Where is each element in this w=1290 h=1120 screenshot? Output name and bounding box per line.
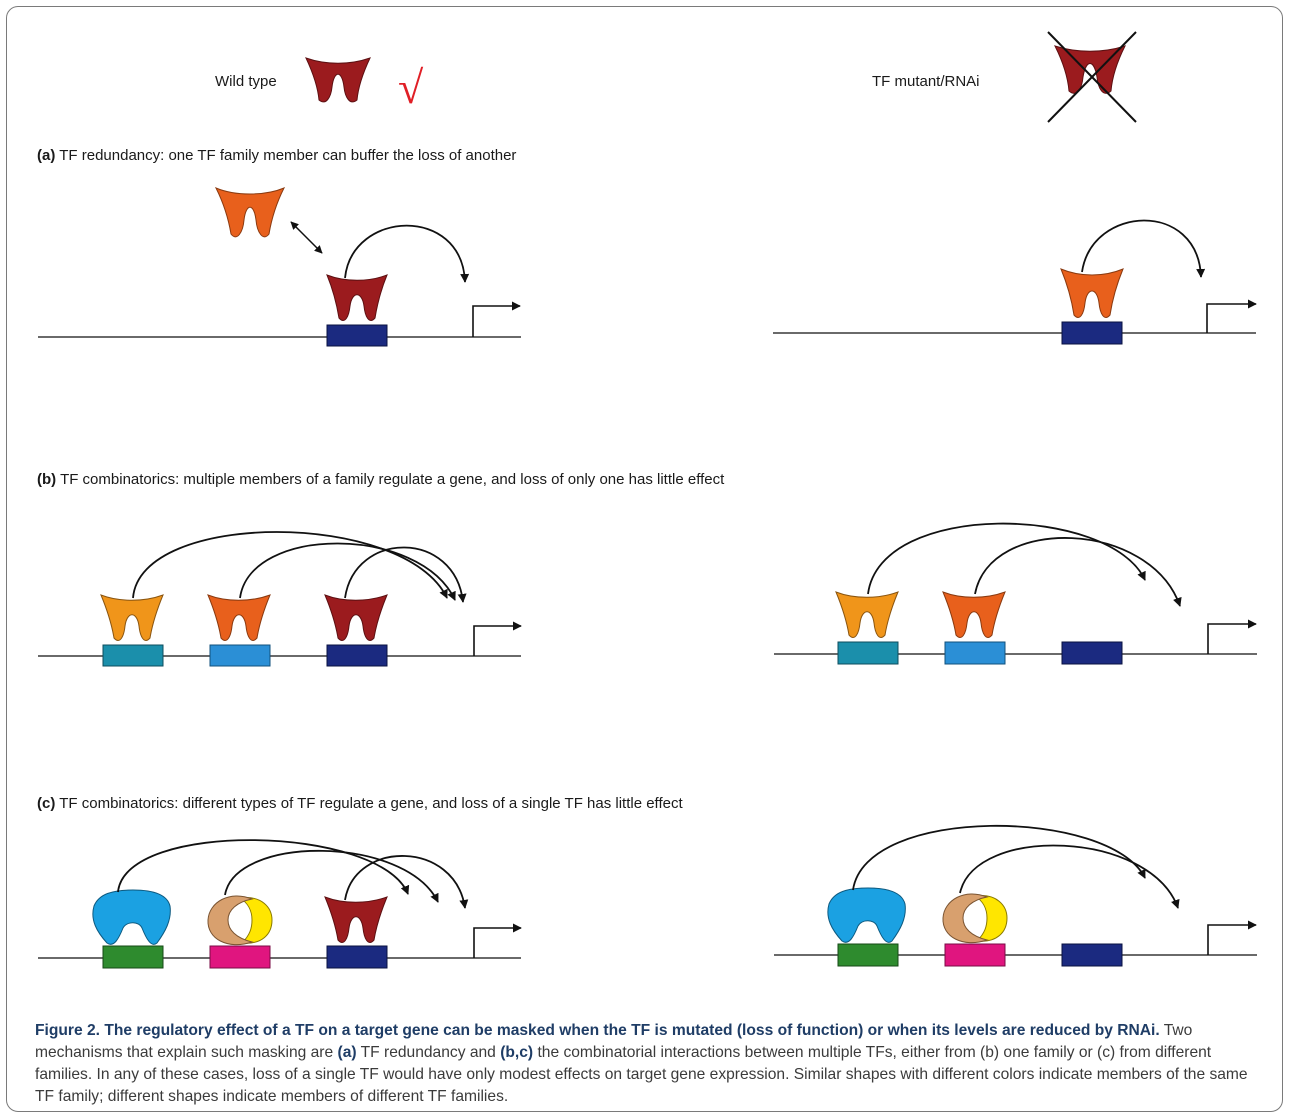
tf-orange-icon bbox=[1060, 268, 1124, 318]
regulation-arrow bbox=[239, 542, 456, 601]
panel-c-wild-type bbox=[38, 839, 522, 969]
blob-tf-icon bbox=[92, 889, 171, 945]
panel-a-mutant bbox=[773, 219, 1257, 345]
tf-orange-icon bbox=[207, 594, 271, 641]
tf-light-orange-icon bbox=[835, 591, 899, 638]
tf-yellow-crescent-icon bbox=[238, 897, 273, 944]
regulation-arrow bbox=[959, 844, 1180, 909]
regulation-arrow bbox=[974, 537, 1182, 607]
tf-orange-icon bbox=[942, 591, 1006, 638]
binding-site-navy bbox=[1061, 641, 1123, 665]
check-mark-icon: √ bbox=[398, 62, 424, 113]
binding-site-teal bbox=[837, 641, 899, 665]
promoter-arrow-icon bbox=[1206, 299, 1257, 333]
wild-type-tf-icon bbox=[305, 57, 371, 103]
tf-light-orange-icon bbox=[100, 594, 164, 641]
tf-orange-icon bbox=[214, 187, 286, 238]
crescent-tf-icon bbox=[207, 895, 254, 946]
cross-icon bbox=[1047, 31, 1137, 123]
promoter-arrow-icon bbox=[1207, 619, 1257, 654]
binding-site-navy bbox=[1061, 321, 1123, 345]
panel-c-mutant bbox=[774, 824, 1257, 967]
binding-site-teal bbox=[102, 644, 164, 667]
tf-red-icon bbox=[326, 274, 388, 321]
wild-type-label: Wild type bbox=[215, 73, 277, 90]
panel-a-heading: (a) TF redundancy: one TF family member … bbox=[37, 147, 516, 164]
regulation-arrow bbox=[1081, 219, 1206, 278]
panel-b-heading: (b) TF combinatorics: multiple members o… bbox=[37, 471, 725, 488]
binding-site-navy bbox=[326, 945, 388, 969]
promoter-arrow-icon bbox=[473, 923, 522, 958]
panel-c-heading: (c) TF combinatorics: different types of… bbox=[37, 795, 683, 812]
crescent-tf-icon bbox=[942, 893, 989, 944]
panel-b-wild-type bbox=[38, 531, 522, 667]
blob-tf-icon bbox=[827, 887, 906, 943]
figure-caption: Figure 2. The regulatory effect of a TF … bbox=[35, 1022, 1248, 1105]
exchange-arrow bbox=[290, 221, 323, 254]
promoter-arrow-icon bbox=[472, 301, 521, 337]
binding-site-magenta bbox=[209, 945, 271, 969]
tf-red-icon bbox=[324, 896, 388, 943]
tf-yellow-crescent-icon bbox=[973, 895, 1008, 942]
figure-frame bbox=[6, 6, 1283, 1112]
binding-site-green bbox=[102, 945, 164, 969]
regulation-arrow bbox=[132, 531, 448, 599]
binding-site-green bbox=[837, 943, 899, 967]
tf-red-icon bbox=[324, 594, 388, 641]
regulation-arrow bbox=[867, 522, 1146, 595]
panel-a-wild-type bbox=[38, 187, 521, 347]
caption-title: Figure 2. The regulatory effect of a TF … bbox=[35, 1022, 1160, 1039]
binding-site-blue bbox=[944, 641, 1006, 665]
regulation-arrow bbox=[224, 849, 439, 903]
binding-site-navy bbox=[326, 644, 388, 667]
binding-site-magenta bbox=[944, 943, 1006, 967]
binding-site-blue bbox=[209, 644, 271, 667]
regulation-arrow bbox=[344, 546, 467, 603]
promoter-arrow-icon bbox=[1207, 920, 1257, 955]
regulation-arrow bbox=[852, 824, 1146, 891]
promoter-arrow-icon bbox=[473, 621, 522, 656]
regulation-arrow bbox=[117, 839, 410, 895]
panel-b-mutant bbox=[774, 522, 1257, 665]
binding-site-navy bbox=[1061, 943, 1123, 967]
tf-mutant-label: TF mutant/RNAi bbox=[872, 73, 980, 90]
binding-site-navy bbox=[326, 324, 388, 347]
regulation-arrow bbox=[344, 224, 470, 283]
regulation-arrow bbox=[344, 855, 469, 909]
